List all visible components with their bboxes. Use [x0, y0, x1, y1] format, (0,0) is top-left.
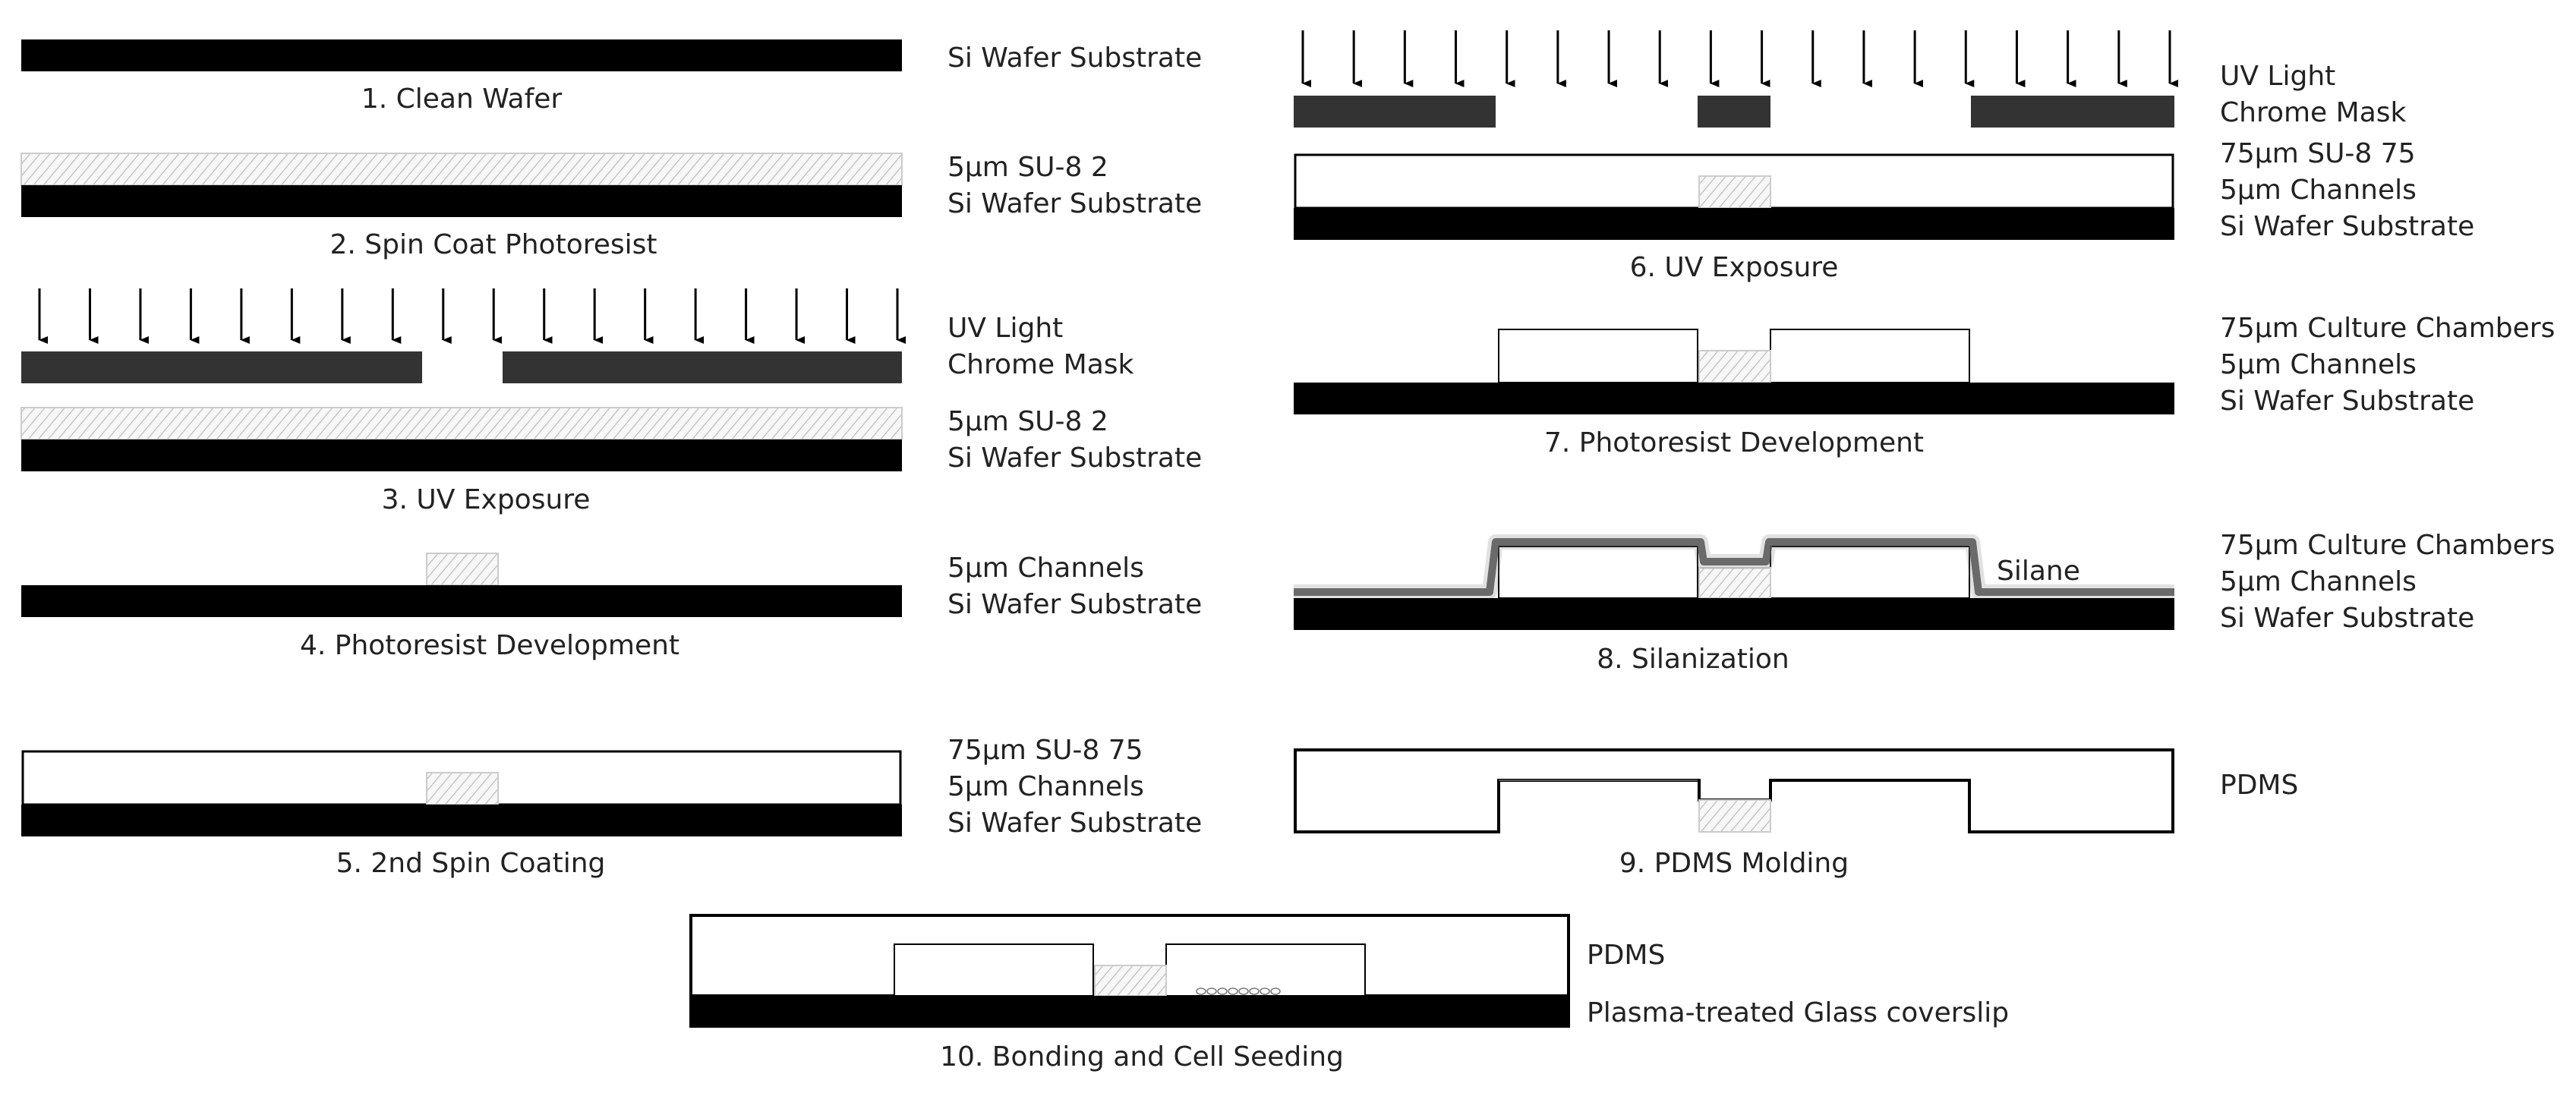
channel-imprint: [1698, 799, 1771, 833]
si-wafer: [1294, 208, 2174, 240]
step-9-label-0: PDMS: [2220, 770, 2298, 801]
step-8-label-2: Si Wafer Substrate: [2220, 603, 2474, 634]
step-8-label-1: 5µm Channels: [2220, 566, 2417, 597]
culture-chamber-right: [1770, 546, 1970, 599]
step-3-label-2: 5µm SU-8 2: [947, 406, 1108, 437]
step-6-label-1: Chrome Mask: [2220, 97, 2407, 128]
step-9-caption: 9. PDMS Molding: [1619, 848, 1849, 879]
seeded-cells: [1196, 987, 1281, 995]
channel-feature: [426, 553, 499, 586]
chrome-mask-middle: [1698, 96, 1770, 128]
si-wafer: [21, 585, 902, 617]
channel-feature: [1698, 175, 1771, 209]
step-5-label-0: 75µm SU-8 75: [947, 735, 1143, 766]
silane-coating: [1294, 538, 2174, 596]
channel-feature: [1094, 965, 1167, 997]
culture-chamber-left: [1498, 329, 1698, 383]
step-2-spin-coat: 2. Spin Coat Photoresist 5µm SU-8 2 Si W…: [20, 152, 1202, 260]
step-5-label-2: Si Wafer Substrate: [947, 808, 1202, 839]
culture-chamber-right: [1770, 329, 1970, 383]
step-6-caption: 6. UV Exposure: [1630, 252, 1839, 283]
step-6-label-3: 5µm Channels: [2220, 175, 2417, 206]
step-6-label-0: UV Light: [2220, 61, 2335, 92]
step-8-caption: 8. Silanization: [1597, 644, 1789, 675]
step-5-second-spin-coat: 5. 2nd Spin Coating 75µm SU-8 75 5µm Cha…: [21, 735, 1202, 879]
step-4-label-0: 5µm Channels: [947, 553, 1144, 584]
cell-mark: [1260, 987, 1270, 995]
culture-chamber-left: [894, 943, 1094, 997]
step-8-silanization: Silane 8. Silanization 75µm Culture Cham…: [1294, 530, 2555, 675]
culture-chamber-left: [1498, 546, 1698, 599]
step-3-uv-exposure: 3. UV Exposure UV Light Chrome Mask 5µm …: [20, 288, 1202, 515]
step-4-development: 4. Photoresist Development 5µm Channels …: [21, 553, 1202, 661]
step-6-label-2: 75µm SU-8 75: [2220, 138, 2416, 169]
cell-mark: [1228, 987, 1238, 995]
step-2-caption: 2. Spin Coat Photoresist: [329, 229, 657, 260]
step-6-label-4: Si Wafer Substrate: [2220, 211, 2474, 242]
si-wafer: [21, 39, 902, 71]
step-10-bonding-cell-seeding: 10. Bonding and Cell Seeding PDMS Plasma…: [689, 914, 2009, 1073]
su8-2-layer: [20, 407, 903, 440]
step-6-uv-exposure: 6. UV Exposure UV Light Chrome Mask 75µm…: [1294, 30, 2474, 283]
chrome-mask-right: [503, 351, 902, 383]
step-8-inline-label: Silane: [1997, 556, 2080, 587]
si-wafer: [21, 185, 902, 217]
cell-mark: [1217, 987, 1228, 995]
step-2-label-1: Si Wafer Substrate: [947, 188, 1202, 219]
channel-feature: [1698, 350, 1771, 383]
step-5-caption: 5. 2nd Spin Coating: [336, 848, 606, 879]
cell-mark: [1249, 987, 1260, 995]
step-1-clean-wafer: 1. Clean Wafer Si Wafer Substrate: [21, 39, 1202, 115]
step-3-caption: 3. UV Exposure: [382, 484, 591, 515]
si-wafer: [1294, 383, 2174, 414]
chrome-mask-left: [21, 351, 422, 383]
channel-feature: [426, 772, 499, 805]
step-1-caption: 1. Clean Wafer: [361, 83, 563, 115]
si-wafer: [1294, 598, 2174, 630]
step-10-label-0: PDMS: [1587, 940, 1665, 971]
si-wafer: [21, 805, 902, 836]
uv-light-arrows: [38, 288, 906, 344]
uv-light-arrows: [1301, 30, 2178, 87]
su8-2-layer: [20, 153, 903, 186]
si-wafer: [21, 439, 902, 471]
step-3-label-3: Si Wafer Substrate: [947, 443, 1202, 474]
step-3-label-0: UV Light: [947, 313, 1063, 344]
step-1-label-0: Si Wafer Substrate: [947, 43, 1202, 74]
cell-mark: [1206, 987, 1217, 995]
step-7-label-0: 75µm Culture Chambers: [2220, 313, 2555, 344]
silane-coating-glow: [1294, 534, 2174, 600]
step-2-label-0: 5µm SU-8 2: [947, 152, 1108, 183]
step-4-caption: 4. Photoresist Development: [300, 630, 679, 661]
channel-feature: [1698, 567, 1771, 599]
step-5-label-1: 5µm Channels: [947, 771, 1144, 802]
step-9-pdms-molding: 9. PDMS Molding PDMS: [1294, 748, 2298, 879]
step-7-caption: 7. Photoresist Development: [1544, 427, 1924, 458]
cell-mark: [1270, 987, 1281, 995]
step-10-label-1: Plasma-treated Glass coverslip: [1587, 997, 2009, 1028]
step-8-label-0: 75µm Culture Chambers: [2220, 530, 2555, 561]
step-7-development: 7. Photoresist Development 75µm Culture …: [1294, 313, 2555, 458]
cell-mark: [1238, 987, 1249, 995]
cell-mark: [1196, 987, 1206, 995]
chrome-mask-left: [1294, 96, 1496, 128]
step-4-label-1: Si Wafer Substrate: [947, 589, 1202, 620]
step-7-label-1: 5µm Channels: [2220, 349, 2417, 380]
glass-coverslip: [689, 996, 1570, 1028]
chrome-mask-right: [1971, 96, 2174, 128]
step-7-label-2: Si Wafer Substrate: [2220, 386, 2474, 417]
step-10-caption: 10. Bonding and Cell Seeding: [940, 1041, 1344, 1073]
step-3-label-1: Chrome Mask: [947, 349, 1134, 380]
